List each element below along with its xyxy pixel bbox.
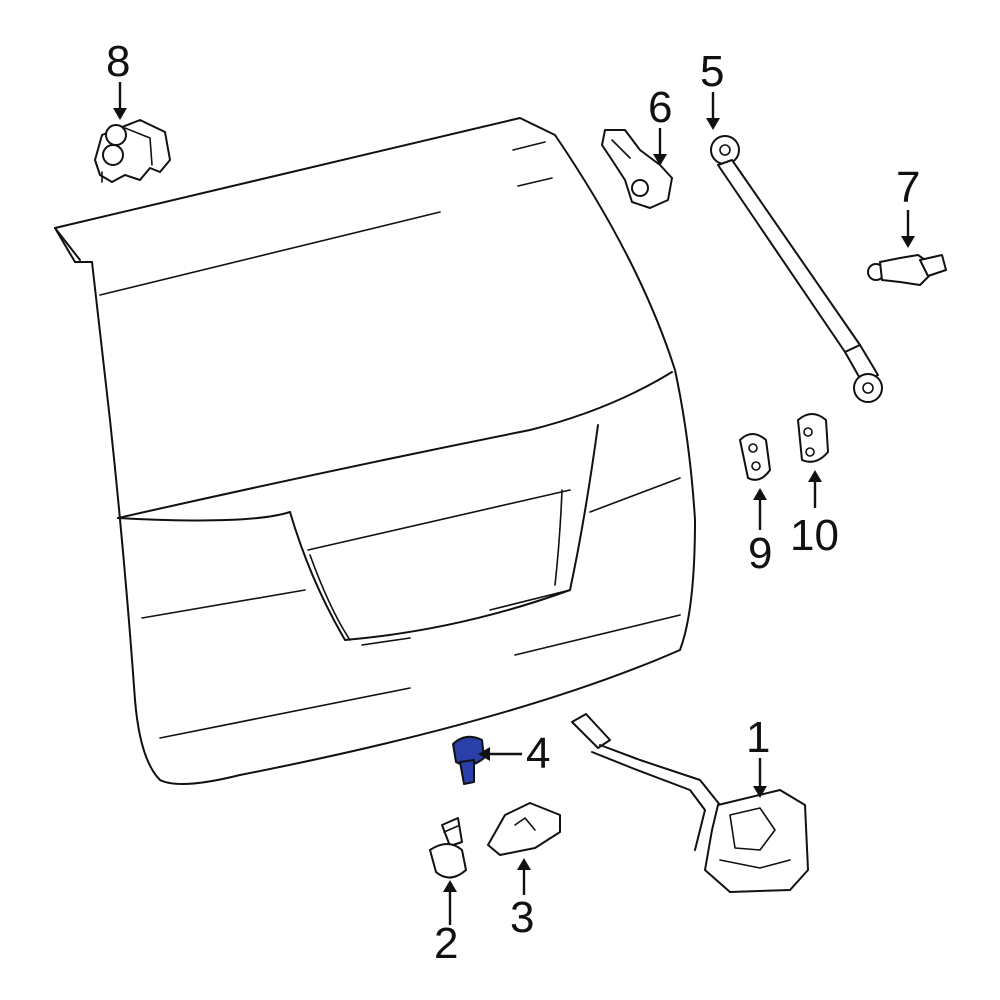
callout-8: 8 — [106, 37, 130, 86]
part-8-hinge[interactable] — [94, 119, 171, 183]
part-10-bumper[interactable] — [797, 413, 829, 463]
callout-4: 4 — [526, 729, 550, 778]
part-5-gas-strut[interactable] — [710, 135, 883, 403]
liftgate-panel — [54, 117, 696, 785]
callout-9: 9 — [748, 529, 772, 578]
part-9-bumper[interactable] — [739, 433, 771, 481]
callout-5: 5 — [700, 47, 724, 96]
part-6-hinge[interactable] — [601, 129, 673, 209]
part-1-lock-assembly[interactable] — [571, 713, 809, 893]
part-2-bolt[interactable] — [429, 817, 467, 879]
callout-7: 7 — [896, 163, 920, 212]
callout-6: 6 — [648, 83, 672, 132]
callout-10: 10 — [790, 511, 839, 560]
callout-arrows — [113, 82, 915, 925]
part-4-bolt-highlighted[interactable] — [452, 735, 485, 785]
part-7-ball-stud[interactable] — [867, 254, 947, 286]
callout-1: 1 — [746, 713, 770, 762]
callout-2: 2 — [434, 919, 458, 968]
part-3-striker[interactable] — [487, 802, 561, 856]
callout-3: 3 — [510, 893, 534, 942]
